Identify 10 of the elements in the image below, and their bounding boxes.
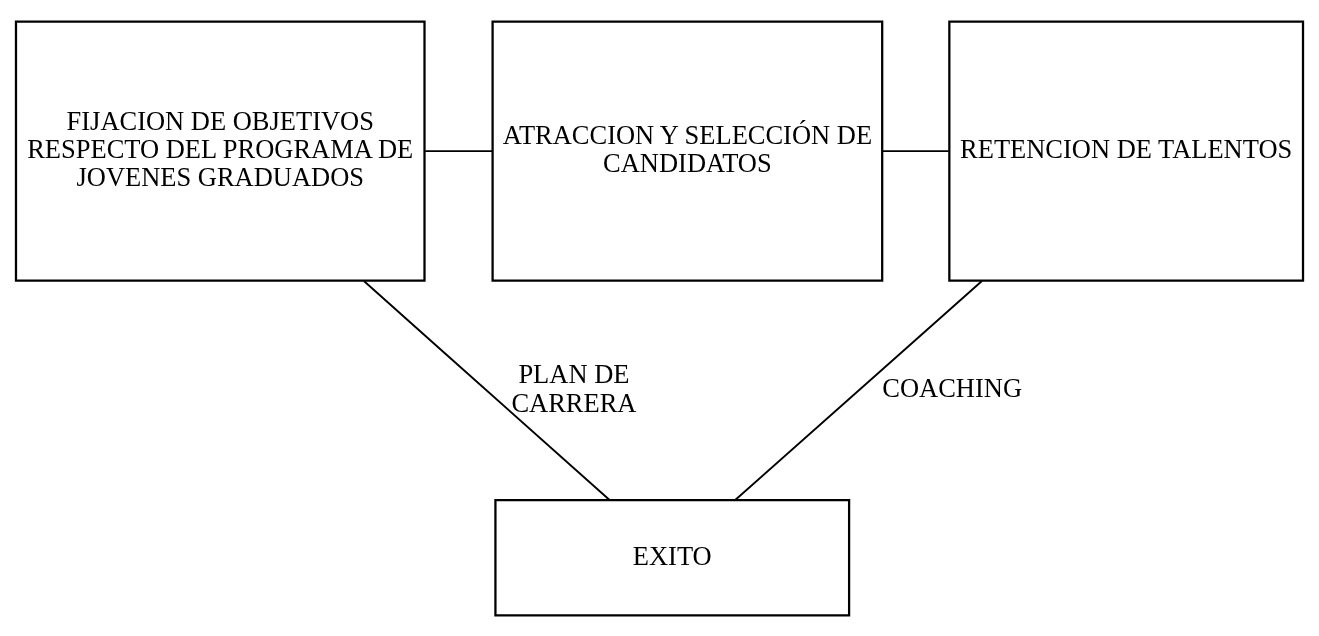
edge-label: COACHING xyxy=(882,372,1023,403)
node-box: RETENCION DE TALENTOS xyxy=(948,19,1305,282)
edge-label: PLAN DE CARRERA xyxy=(511,358,637,418)
connector xyxy=(881,149,950,152)
connector xyxy=(362,279,611,501)
connector xyxy=(424,149,494,152)
node-box: EXITO xyxy=(494,498,851,617)
node-box: FIJACION DE OBJETIVOS RESPECTO DEL PROGRAMA DE JOVENES GRADUADOS xyxy=(14,19,426,282)
node-box: ATRACCION Y SELECCIÓN DE CANDIDATOS xyxy=(491,19,884,282)
connector xyxy=(734,279,983,501)
